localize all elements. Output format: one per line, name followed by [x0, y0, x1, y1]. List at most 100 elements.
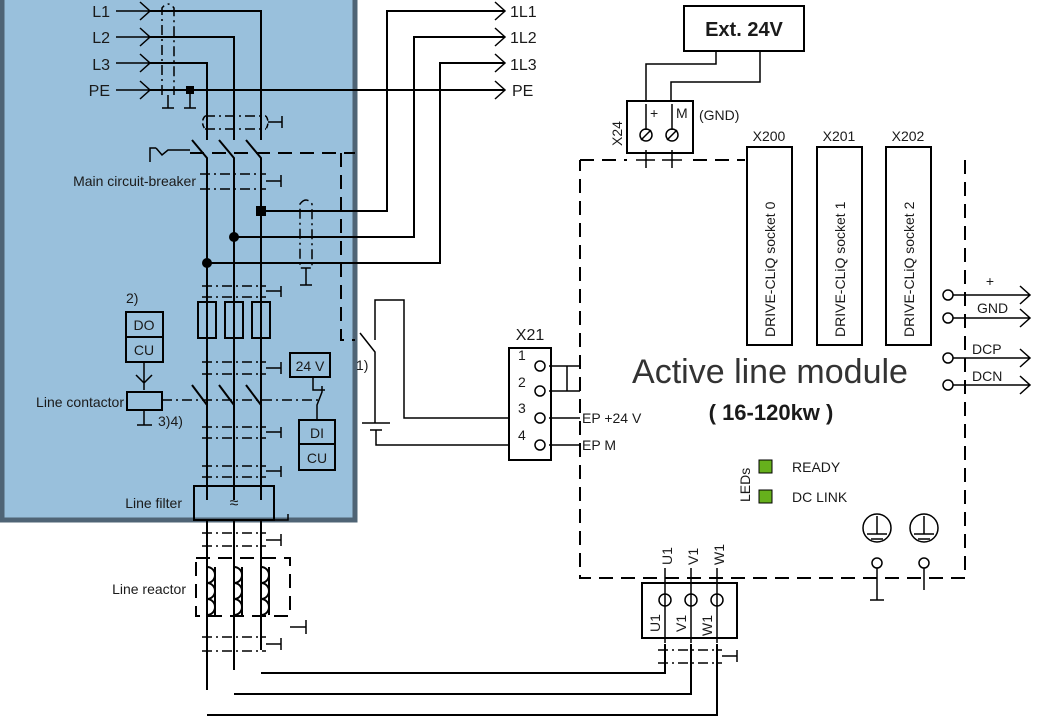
- input-l3-label: L3: [92, 57, 110, 74]
- main-breaker-label: Main circuit-breaker: [73, 173, 196, 189]
- ext-24v-label: Ext. 24V: [705, 19, 783, 41]
- ground-icon: [300, 268, 312, 286]
- x21-pin-2: 2: [518, 374, 526, 390]
- drive-cliq-socket-1[interactable]: [816, 146, 863, 346]
- note-2: 2): [126, 290, 138, 306]
- earth-icon: [909, 513, 939, 543]
- fuse-l3: [251, 301, 271, 339]
- x24-plus-label: +: [650, 105, 658, 121]
- drive-cliq-socket-2[interactable]: [885, 146, 932, 346]
- w1-top-label: W1: [711, 544, 727, 565]
- do-label: DO: [134, 317, 155, 333]
- x200-label: X200: [753, 128, 786, 144]
- cable-shield: [299, 199, 313, 269]
- battery-icon: [362, 422, 509, 446]
- screw-terminal-icon: [534, 439, 546, 451]
- 24v-box: [289, 352, 331, 378]
- inductor-icon: [206, 566, 216, 616]
- x21-connector: [508, 347, 552, 461]
- x21-pins: 1 2 3 4: [518, 347, 546, 451]
- ground-icon: [274, 514, 289, 521]
- ground-icon: [137, 410, 152, 426]
- arrow-icon: [494, 1, 507, 73]
- screw-terminal-icon: [710, 593, 724, 607]
- cu2-label: CU: [307, 450, 327, 466]
- di-label: DI: [310, 425, 324, 441]
- ground-icon: [266, 286, 282, 297]
- terminal-dcn-label: DCN: [972, 368, 1002, 384]
- contactor-contacts: [191, 384, 262, 420]
- enable-switch: [359, 332, 376, 423]
- screw-terminal-icon: [534, 360, 546, 372]
- led-ready-label: READY: [792, 459, 841, 475]
- screw-terminal-icon: [534, 412, 546, 424]
- input-l2-label: L2: [92, 30, 110, 47]
- ground-icon: [722, 650, 738, 662]
- ground-icon: [268, 116, 283, 128]
- ext-24v-box: [683, 5, 805, 52]
- module-rating: ( 16-120kw ): [709, 400, 834, 425]
- drive-cliq-socket-0-label: DRIVE-CLiQ socket 0: [762, 201, 778, 337]
- terminal-icon: [942, 289, 954, 301]
- output-labels: 1L1 1L2 1L3 PE: [510, 4, 537, 100]
- drive-cliq-socket-0[interactable]: [746, 146, 793, 346]
- drive-cliq-sockets: X200 X201 X202 DRIVE-CLiQ socket 0 DRIVE…: [746, 128, 932, 346]
- note-1: 1): [356, 357, 368, 373]
- cable-shield: [161, 3, 175, 95]
- terminal-gnd-label: GND: [977, 300, 1008, 316]
- ground-icon: [266, 534, 282, 546]
- ground-icon: [266, 466, 282, 477]
- drive-cliq-socket-1-label: DRIVE-CLiQ socket 1: [832, 201, 848, 337]
- filter-icon: ≈: [230, 495, 239, 512]
- terminal-icon: [942, 379, 954, 391]
- fuse-l2: [224, 301, 244, 339]
- line-reactor-label: Line reactor: [112, 581, 186, 597]
- led-ready-indicator: [758, 459, 773, 474]
- supply-panel: [0, 0, 358, 523]
- protective-earth: [862, 513, 939, 601]
- ground-icon: [266, 427, 282, 438]
- fuse-l1: [197, 301, 217, 339]
- line-contactor-label: Line contactor: [36, 394, 124, 410]
- x21-pin-1: 1: [518, 347, 526, 363]
- cu-label: CU: [134, 342, 154, 358]
- breaker-contacts: [191, 139, 262, 170]
- screw-terminal-icon: [658, 593, 672, 607]
- terminal-icon: [942, 352, 954, 364]
- ground-icon: [290, 620, 307, 634]
- terminal-icon: [942, 312, 954, 324]
- line-filter-label: Line filter: [125, 495, 182, 511]
- screw-terminal-icon: [534, 385, 546, 397]
- cu2-box: [298, 443, 336, 471]
- led-dclink-indicator: [758, 489, 773, 504]
- ep-24v-label: EP +24 V: [582, 410, 642, 426]
- ground-icon: [266, 638, 282, 650]
- x201-label: X201: [823, 128, 856, 144]
- aux-contact: [312, 377, 325, 420]
- control-arrow-icon: [135, 362, 153, 390]
- led-dclink-label: DC LINK: [792, 489, 848, 505]
- x21-pin-4: 4: [518, 427, 526, 443]
- 24v-label: 24 V: [296, 358, 325, 374]
- w1-bottom-label: W1: [699, 615, 715, 636]
- u1-top-label: U1: [659, 547, 675, 565]
- ground-icon: [266, 362, 282, 374]
- input-pe-label: PE: [89, 83, 110, 100]
- power-terminals: U1 V1 W1 U1 V1 W1: [641, 544, 738, 664]
- x202-label: X202: [892, 128, 925, 144]
- supply-inputs: L1 L2 L3 PE: [89, 1, 152, 100]
- module-title: Active line module: [632, 353, 908, 391]
- terminal-dcp-label: DCP: [972, 341, 1002, 357]
- arrow-icon: [494, 80, 507, 100]
- leds-group-label: LEDs: [737, 468, 753, 502]
- line-reactor-enclosure: [195, 557, 291, 617]
- note-3-4: 3)4): [158, 413, 183, 429]
- output-1l3-label: 1L3: [510, 57, 537, 74]
- breaker-trip-icon: [149, 147, 190, 162]
- output-pe-label: PE: [512, 83, 533, 100]
- input-l1-label: L1: [92, 4, 110, 21]
- v1-bottom-label: V1: [673, 615, 689, 632]
- ground-icon: [162, 95, 174, 109]
- x21-pin-3: 3: [518, 400, 526, 416]
